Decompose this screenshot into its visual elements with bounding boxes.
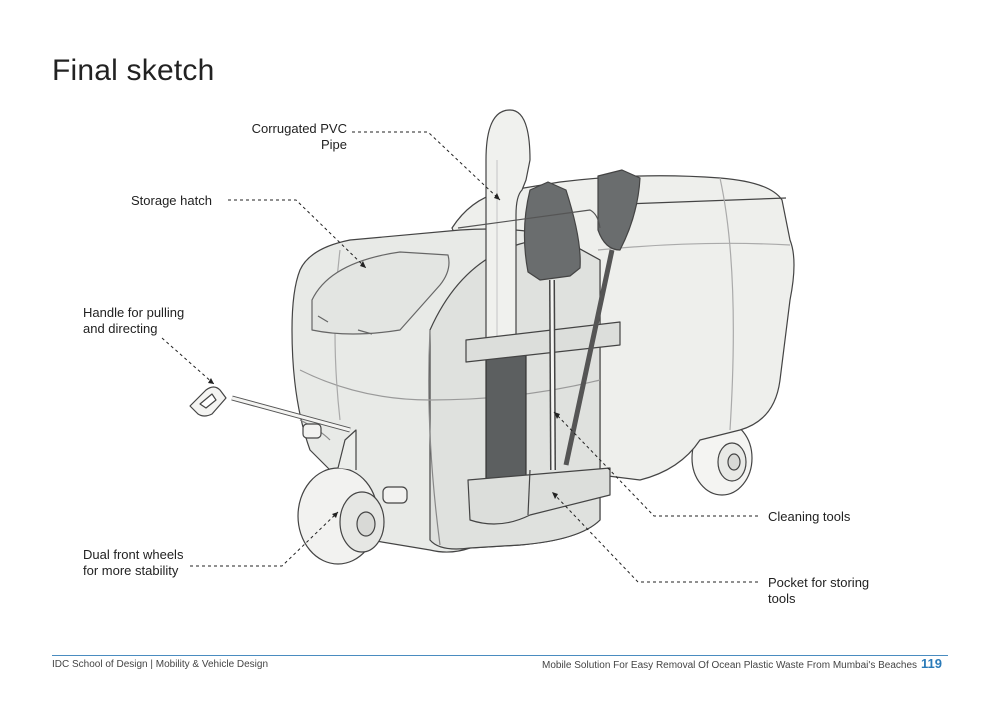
label-cleaning-tools: Cleaning tools — [768, 509, 851, 524]
front-wheels — [297, 429, 385, 565]
page-number: 119 — [921, 656, 942, 671]
page-title: Final sketch — [52, 54, 215, 87]
label-storage-hatch: Storage hatch — [131, 193, 212, 208]
label-front-wheels: Dual front wheels for more stability — [83, 547, 184, 578]
footer-institution: IDC School of Design | Mobility & Vehicl… — [52, 659, 269, 670]
storage-hatch — [311, 251, 450, 335]
footer-divider — [52, 655, 948, 656]
shovel — [523, 181, 581, 471]
label-handle: Handle for pulling and directing — [83, 305, 185, 336]
footer-project: Mobile Solution For Easy Removal Of Ocea… — [542, 656, 942, 671]
label-corrugated-pipe: Corrugated PVC Pipe — [251, 121, 347, 152]
pvc-pipe — [485, 109, 531, 491]
label-pocket: Pocket for storing tools — [768, 575, 870, 606]
pull-handle — [189, 386, 351, 433]
rake — [563, 169, 641, 466]
footer-project-title: Mobile Solution For Easy Removal Of Ocea… — [542, 660, 918, 671]
rear-wheel — [691, 420, 753, 496]
